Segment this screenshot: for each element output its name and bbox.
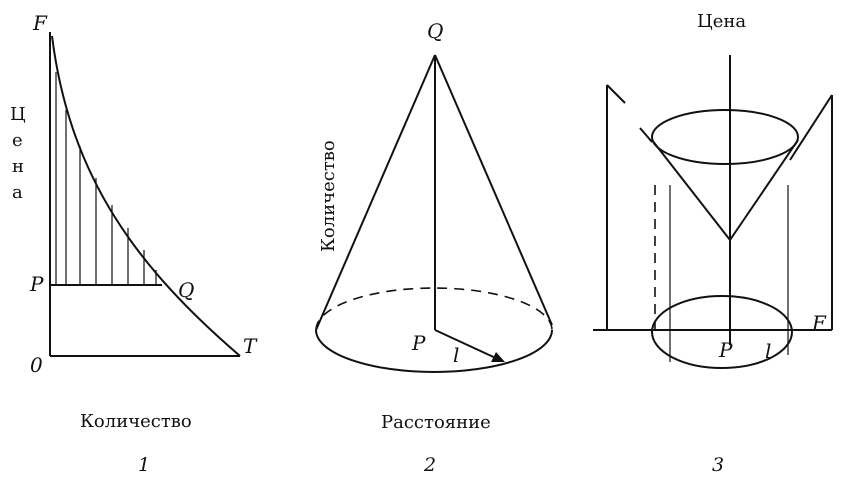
fig1-y-label-char: Ц [10, 104, 26, 125]
fig1-label-T: T [243, 334, 258, 358]
fig3-label-l: l [765, 339, 771, 363]
fig3-right-profile-slope [789, 94, 833, 161]
fig1-y-axis-label: Ц е н а [10, 104, 26, 203]
fig2-bottom-label: Расстояние [381, 412, 491, 433]
fig1-label-F: F [32, 11, 48, 35]
fig2-base-front [315, 329, 553, 373]
figure-1-demand-curve: F P Q T 0 Ц е н а Количество 1 [10, 11, 258, 476]
fig1-y-label-char: е [12, 130, 23, 151]
fig2-side-label: Количество [318, 140, 339, 252]
fig1-demand-curve [51, 35, 241, 357]
fig2-cone-left-side [315, 54, 436, 331]
fig3-top-label: Цена [697, 11, 746, 32]
fig1-label-Q: Q [178, 278, 194, 302]
fig2-label-l: l [453, 343, 459, 367]
fig2-radius-line [434, 329, 501, 361]
fig3-number: 3 [712, 454, 724, 476]
fig3-cone-left-side [651, 139, 731, 241]
fig1-label-origin: 0 [30, 353, 43, 377]
fig2-label-Q: Q [427, 19, 443, 43]
fig2-number: 2 [423, 454, 436, 476]
fig3-bottom-ellipse [651, 295, 793, 369]
fig2-arrow-head-icon [491, 352, 505, 362]
fig1-label-P: P [29, 272, 44, 296]
figure-2-demand-cone: Q P l Количество Расстояние 2 [315, 19, 553, 476]
fig3-left-profile-slope [606, 84, 626, 104]
fig1-y-label-char: а [12, 182, 23, 203]
fig3-label-F: F [811, 311, 827, 335]
fig2-cone-right-side [434, 54, 553, 326]
fig1-number: 1 [138, 454, 150, 476]
figure-3-market-area: Цена P l F 3 [593, 11, 833, 476]
fig3-label-P: P [718, 338, 733, 362]
fig3-cone-right-side [729, 139, 799, 241]
fig1-surplus-hatching [55, 72, 157, 285]
fig3-left-edge-slope [639, 127, 653, 143]
fig2-base-back-dashed [315, 287, 553, 331]
fig3-top-ellipse [651, 109, 799, 165]
fig2-label-P: P [411, 331, 426, 355]
fig1-y-label-char: н [12, 156, 24, 177]
fig1-x-axis-label: Количество [80, 411, 192, 432]
